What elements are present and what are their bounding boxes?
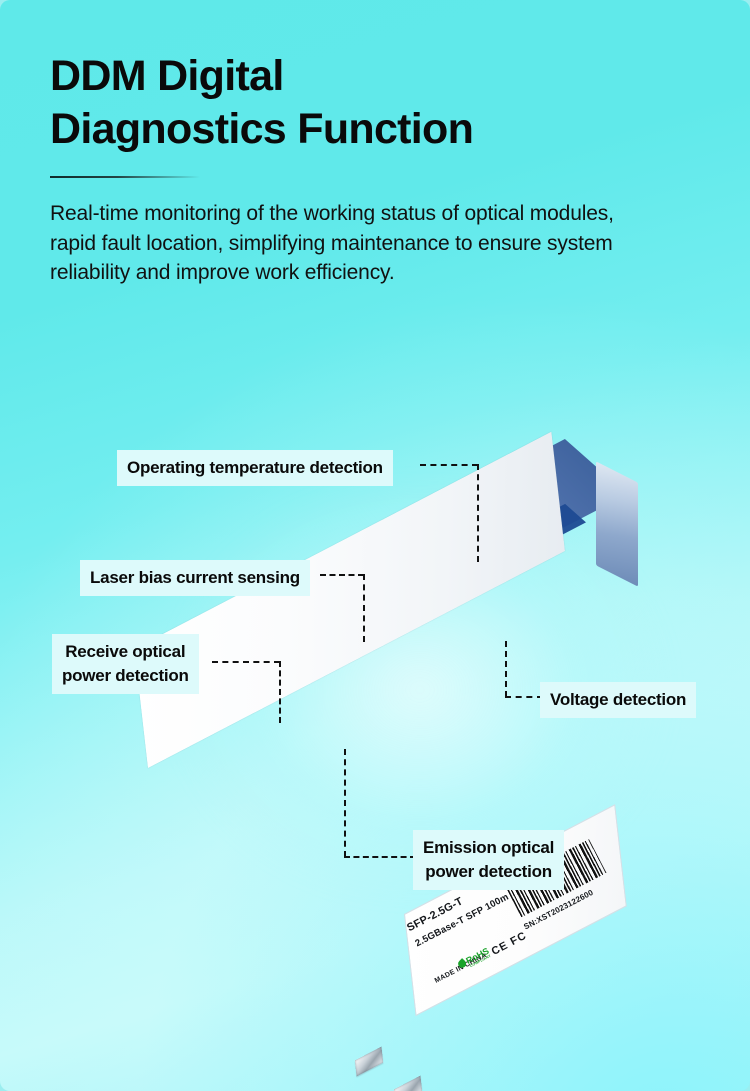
leader-line-laser-bias (320, 574, 364, 576)
title-divider (50, 176, 200, 178)
sfp-module: SFP-2.5G-T 2.5GBase-T SFP 100m SN:XST202… (0, 420, 750, 1091)
product-image-stage: SFP-2.5G-T 2.5GBase-T SFP 100m SN:XST202… (0, 420, 750, 1091)
page-title: DDM Digital Diagnostics Function (50, 52, 474, 153)
leader-line-voltage (505, 696, 543, 698)
leader-line-laser-bias (363, 574, 365, 642)
leader-line-receive-optical-power (279, 661, 281, 723)
vent-slot (393, 1075, 423, 1091)
leader-line-voltage (505, 641, 507, 697)
leader-line-emission-optical-power (344, 856, 416, 858)
callout-emission-optical-power-detection[interactable]: Emission optical power detection (413, 830, 565, 890)
callout-laser-bias-current-sensing[interactable]: Laser bias current sensing (80, 560, 310, 596)
leader-line-emission-optical-power (344, 749, 346, 857)
leader-line-receive-optical-power (212, 661, 280, 663)
header-block: DDM Digital Diagnostics Function Real-ti… (50, 50, 690, 288)
certification-marks: CE FC (489, 929, 529, 958)
callout-receive-optical-power-detection[interactable]: Receive optical power detection (52, 634, 199, 694)
leader-line-operating-temperature (477, 464, 479, 562)
callout-operating-temperature-detection[interactable]: Operating temperature detection (117, 450, 393, 486)
vent-slot (354, 1046, 384, 1077)
rohs-icon: RoHS COMPLIANT (456, 946, 492, 970)
leader-line-operating-temperature (420, 464, 478, 466)
callout-voltage-detection[interactable]: Voltage detection (540, 682, 697, 718)
module-end-cap (596, 461, 638, 587)
header-description: Real-time monitoring of the working stat… (50, 202, 614, 284)
